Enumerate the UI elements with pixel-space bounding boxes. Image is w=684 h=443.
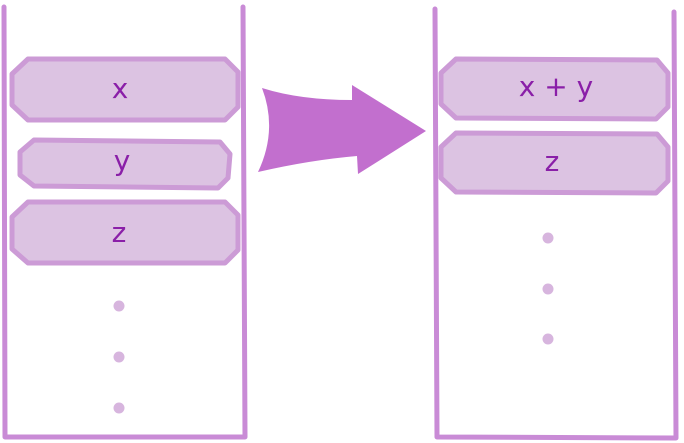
left-stack-cell-z: z xyxy=(9,199,241,266)
cell-label: z xyxy=(545,145,560,178)
ellipsis-dot xyxy=(542,283,554,295)
cell-shape xyxy=(438,130,671,196)
ellipsis-dot xyxy=(113,351,125,363)
left-stack-continuation-dots xyxy=(113,300,125,414)
cell-shape xyxy=(9,199,241,266)
cell-shape xyxy=(17,137,233,191)
left-stack: x y z xyxy=(1,4,248,440)
right-stack-continuation-dots xyxy=(542,232,554,345)
cell-label: y xyxy=(114,144,131,177)
right-arrow-icon xyxy=(258,85,426,174)
cell-label: z xyxy=(112,216,127,249)
left-stack-walls xyxy=(1,4,248,440)
cell-label: x xyxy=(112,72,129,105)
ellipsis-dot xyxy=(542,232,554,244)
ellipsis-dot xyxy=(113,300,125,312)
right-stack: x + y z xyxy=(432,6,679,441)
left-stack-cell-y: y xyxy=(17,137,233,191)
right-stack-cell-z: z xyxy=(438,130,671,196)
ellipsis-dot xyxy=(542,333,554,345)
left-stack-cell-x: x xyxy=(9,56,241,123)
ellipsis-dot xyxy=(113,402,125,414)
right-stack-walls xyxy=(432,6,679,441)
cell-label: x + y xyxy=(519,70,593,103)
cell-shape xyxy=(438,56,671,122)
cell-shape xyxy=(9,56,241,123)
right-stack-cell-x-plus-y: x + y xyxy=(438,56,671,122)
